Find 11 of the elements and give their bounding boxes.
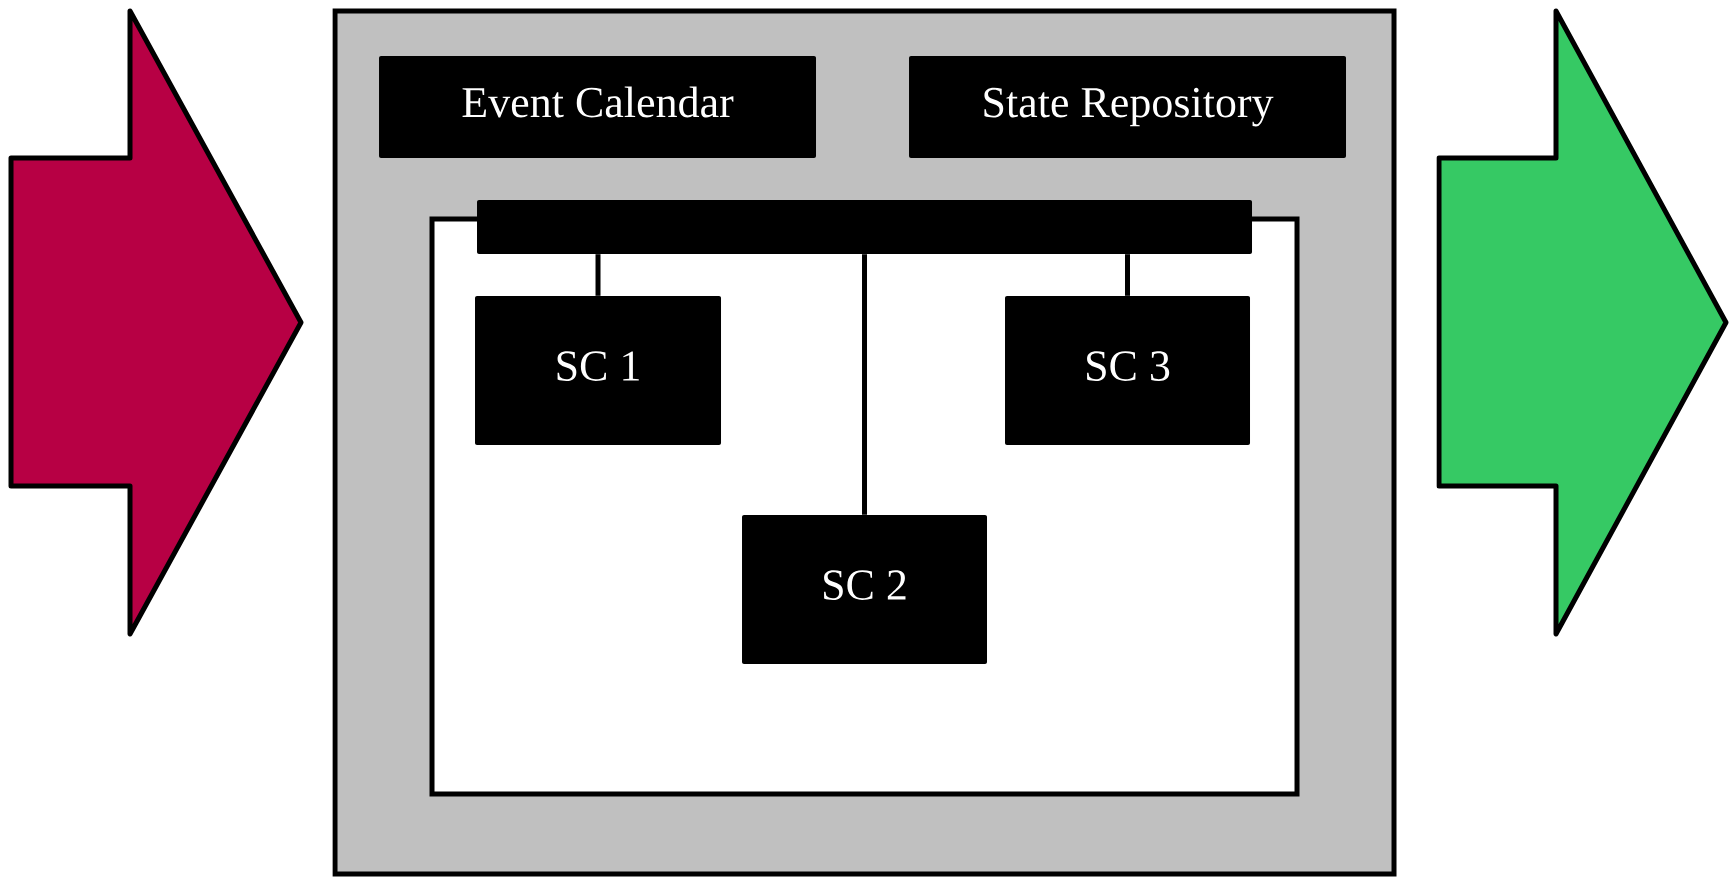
block-arrow <box>8 8 304 637</box>
component-box: SC 3 <box>1005 296 1250 445</box>
connector-line <box>1125 254 1130 296</box>
connector-line <box>595 254 601 296</box>
component-box: SC 2 <box>742 515 987 664</box>
label-box: Event Calendar <box>379 56 816 158</box>
block-arrow <box>1436 8 1729 637</box>
bus-bar <box>477 200 1252 254</box>
label-box: State Repository <box>909 56 1346 158</box>
component-box: SC 1 <box>475 296 721 445</box>
connector-line <box>862 254 867 515</box>
